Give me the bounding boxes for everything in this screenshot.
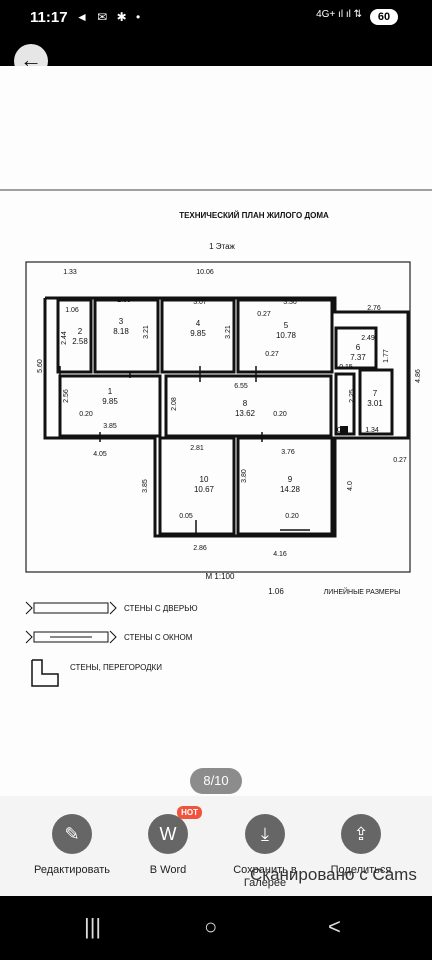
save-label: Сохранить в Галерее	[233, 864, 297, 889]
signal-icon: 4G+ ıl ıl ⇅	[316, 9, 362, 20]
plan-title: ТЕХНИЧЕСКИЙ ПЛАН ЖИЛОГО ДОМА	[179, 211, 329, 220]
room-number: 5	[284, 321, 289, 330]
word-button[interactable]: W HOT В Word	[118, 806, 218, 877]
room-number: 3	[119, 317, 124, 326]
dimension: 3.36	[283, 299, 297, 306]
dimension: 2.56	[63, 389, 70, 403]
dimension: 1.33	[63, 269, 77, 276]
dimension: 0.05	[179, 513, 193, 520]
room-number: 7	[373, 389, 378, 398]
legend-door-label: СТЕНЫ С ДВЕРЬЮ	[124, 604, 198, 613]
home-icon[interactable]: ○	[204, 914, 218, 939]
room-area: 14.28	[280, 485, 301, 494]
column-marker	[340, 426, 348, 434]
recent-apps-icon[interactable]: |||	[84, 914, 102, 939]
pencil-icon: ✎	[52, 814, 92, 854]
dimension: 1.06	[65, 307, 79, 314]
edit-label: Редактировать	[34, 864, 110, 876]
dimension: 1.34	[365, 427, 379, 434]
clock: 11:17	[30, 9, 68, 26]
dimension: 2.86	[193, 545, 207, 552]
legend-window-label: СТЕНЫ С ОКНОМ	[124, 633, 193, 642]
dimension: 3.21	[225, 325, 232, 339]
room-number: 6	[356, 343, 361, 352]
edit-button[interactable]: ✎ Редактировать	[22, 814, 122, 877]
dimension: 6.55	[234, 383, 248, 390]
dimension: 2.44	[61, 331, 68, 345]
floor-plan: ТЕХНИЧЕСКИЙ ПЛАН ЖИЛОГО ДОМА 1 Этаж 1 9.…	[0, 189, 432, 687]
action-bar: ✎ Редактировать W HOT В Word ⤓ Сохранить…	[0, 796, 432, 896]
dimension: 3.80	[241, 469, 248, 483]
dimension: 5.60	[37, 359, 44, 373]
dimension: 2.81	[190, 445, 204, 452]
room-number: 2	[78, 327, 83, 336]
scale-value: 1.06	[268, 587, 284, 596]
room-area: 3.01	[367, 399, 383, 408]
download-icon: ⤓	[245, 814, 285, 854]
room-area: 10.67	[194, 485, 215, 494]
word-label: В Word	[149, 864, 187, 876]
dimension: 0.9	[337, 427, 347, 434]
room-area: 9.85	[102, 397, 118, 406]
dimension: 3.07	[193, 299, 207, 306]
dimension: 0.27	[265, 351, 279, 358]
word-icon: W HOT	[148, 806, 202, 854]
room-area: 10.78	[276, 331, 297, 340]
document-page[interactable]: ТЕХНИЧЕСКИЙ ПЛАН ЖИЛОГО ДОМА 1 Этаж 1 9.…	[0, 66, 432, 796]
nav-back-icon[interactable]: <	[328, 914, 341, 939]
dimension: 4.0	[347, 481, 354, 491]
room-number: 1	[108, 387, 113, 396]
battery-icon: 60	[370, 9, 398, 25]
room-number: 10	[200, 475, 209, 484]
dimension: 2.76	[367, 305, 381, 312]
dimension: 4.86	[415, 369, 422, 383]
scale-label: М 1:100	[206, 572, 235, 581]
dimension: 0.20	[79, 411, 93, 418]
room-area: 7.37	[350, 353, 366, 362]
save-to-gallery-button[interactable]: ⤓ Сохранить в Галерее	[215, 814, 315, 890]
dimension: 3.21	[143, 325, 150, 339]
system-navbar: ||| ○ <	[0, 896, 432, 960]
scanner-watermark: Сканировано с Cams	[250, 865, 417, 884]
dimension: 2.25	[349, 389, 356, 403]
dimension: 0.20	[273, 411, 287, 418]
share-icon: ⇪	[341, 814, 381, 854]
room-area: 13.62	[235, 409, 256, 418]
share-label: Поделиться	[330, 864, 392, 876]
floor-label: 1 Этаж	[209, 242, 235, 251]
hot-badge: HOT	[177, 806, 202, 819]
dimension: 3.76	[281, 449, 295, 456]
room-area: 9.85	[190, 329, 206, 338]
dimension: 0.15	[339, 364, 353, 371]
status-bar: 11:17 ◄ ✉ ✱ • 4G+ ıl ıl ⇅ 60	[0, 0, 432, 36]
share-button[interactable]: ⇪ Поделиться	[311, 814, 411, 877]
room-area: 8.18	[113, 327, 129, 336]
dimension: 3.85	[103, 423, 117, 430]
dimension: 1.77	[383, 349, 390, 363]
room-number: 8	[243, 399, 248, 408]
dimension: 2.55	[117, 297, 131, 304]
room-number: 9	[288, 475, 293, 484]
dimension: 4.05	[93, 451, 107, 458]
dimension: 10.06	[196, 269, 214, 276]
dimension: 0.20	[285, 513, 299, 520]
notification-icons: ◄ ✉ ✱ •	[76, 10, 144, 24]
legend-walls-label: СТЕНЫ, ПЕРЕГОРОДКИ	[70, 663, 162, 672]
dimension: 2.08	[171, 397, 178, 411]
dimension: 0.27	[257, 311, 271, 318]
room-area: 2.58	[72, 337, 88, 346]
dimension: 0.27	[393, 457, 407, 464]
page-indicator: 8/10	[190, 768, 242, 794]
room-number: 4	[196, 319, 201, 328]
dimension: 3.85	[142, 479, 149, 493]
scale-caption: ЛИНЕЙНЫЕ РАЗМЕРЫ	[324, 587, 401, 596]
dimension: 2.49	[361, 335, 375, 342]
dimension: 4.16	[273, 551, 287, 558]
